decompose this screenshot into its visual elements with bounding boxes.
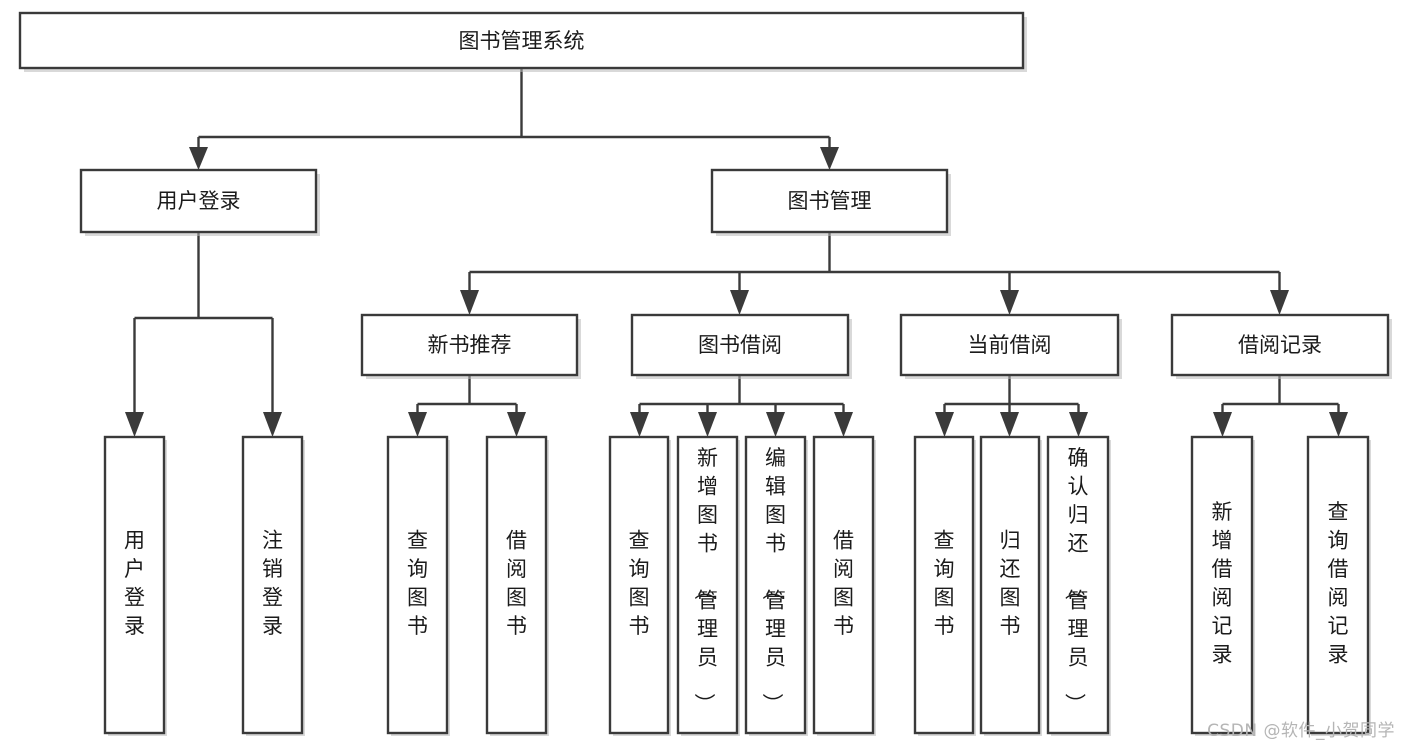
leaf-node[interactable]: 借阅图书 [812,435,876,736]
arrow-record-leaf-2 [1329,412,1348,437]
leaf-box[interactable] [485,435,548,735]
arrow-current-leaf-1 [935,412,954,437]
arrow-bookmanage-to-borrow [730,290,749,315]
leaf-label: 确认归还（管理员） [1063,446,1089,714]
node-user-login[interactable]: 用户登录 [79,168,320,236]
leaf-box[interactable] [1306,435,1370,735]
leaf-label: 查询借阅记录 [1328,500,1349,667]
new-book-recommend-box[interactable] [360,313,579,377]
arrow-current-leaf-3 [1069,412,1088,437]
arrow-borrow-leaf-2 [698,412,717,437]
node-book-borrow[interactable]: 图书借阅 [630,313,852,379]
leaf-node[interactable]: 借阅图书 [485,435,549,736]
node-borrow-record[interactable]: 借阅记录 [1170,313,1392,379]
book-borrow-label: 图书借阅 [698,333,782,357]
leaf-label: 查询图书 [629,528,650,638]
arrow-borrow-leaf-3 [766,412,785,437]
leaf-node[interactable]: 用户登录 [103,435,167,736]
leaf-layer: 用户登录 注销登录 查询图书 借阅图书 查询图书 新增图书（管理员） 编辑图书（管理员） 借阅… [103,435,1371,736]
leaf-box[interactable] [608,435,670,735]
leaf-node[interactable]: 编辑图书（管理员） [744,435,808,736]
leaf-label: 新增图书（管理员） [692,446,718,714]
arrow-bookmanage-to-newbook [460,290,479,315]
leaf-box[interactable] [913,435,975,735]
leaf-box[interactable] [812,435,875,735]
arrow-userlogin-leaf-1 [125,412,144,437]
leaf-label: 查询图书 [934,528,955,638]
arrow-root-to-user-login [189,147,208,170]
leaf-label: 新增借阅记录 [1212,500,1233,667]
new-book-recommend-label: 新书推荐 [428,333,512,357]
leaf-node[interactable]: 确认归还（管理员） [1046,435,1111,736]
leaf-node[interactable]: 归还图书 [979,435,1042,736]
root-label: 图书管理系统 [459,29,585,53]
book-management-box[interactable] [710,168,949,234]
leaf-node[interactable]: 新增图书（管理员） [676,435,740,736]
leaf-node[interactable]: 新增借阅记录 [1190,435,1255,736]
node-current-borrow[interactable]: 当前借阅 [899,313,1122,379]
leaf-node[interactable]: 查询图书 [913,435,976,736]
leaf-label: 借阅图书 [833,528,854,638]
current-borrow-box[interactable] [899,313,1120,377]
arrow-newbook-leaf-1 [408,412,427,437]
leaf-node[interactable]: 查询图书 [386,435,450,736]
leaf-box[interactable] [103,435,166,735]
arrow-record-leaf-1 [1213,412,1232,437]
node-root[interactable]: 图书管理系统 [18,11,1027,72]
node-new-book-recommend[interactable]: 新书推荐 [360,313,581,379]
leaf-label: 用户登录 [124,528,145,638]
leaf-box[interactable] [386,435,449,735]
arrow-borrow-leaf-4 [834,412,853,437]
leaf-node[interactable]: 注销登录 [241,435,305,736]
node-book-management[interactable]: 图书管理 [710,168,951,236]
arrow-current-leaf-2 [1000,412,1019,437]
book-management-label: 图书管理 [788,189,872,213]
leaf-box[interactable] [1046,435,1110,735]
arrow-newbook-leaf-2 [507,412,526,437]
book-borrow-box[interactable] [630,313,850,377]
borrow-record-label: 借阅记录 [1238,333,1322,357]
borrow-record-box[interactable] [1170,313,1390,377]
leaf-node[interactable]: 查询借阅记录 [1306,435,1371,736]
leaf-box[interactable] [676,435,739,735]
leaf-box[interactable] [979,435,1041,735]
user-login-label: 用户登录 [157,189,241,213]
arrow-borrow-leaf-1 [630,412,649,437]
leaf-box[interactable] [1190,435,1254,735]
leaf-box[interactable] [744,435,807,735]
leaf-label: 借阅图书 [506,528,527,638]
leaf-label: 编辑图书（管理员） [760,446,786,714]
root-box[interactable] [18,11,1025,70]
user-login-box[interactable] [79,168,318,234]
arrow-bookmanage-to-record [1270,290,1289,315]
arrow-userlogin-leaf-2 [263,412,282,437]
leaf-label: 查询图书 [407,528,428,638]
leaf-label: 归还图书 [1000,528,1021,638]
leaf-box[interactable] [241,435,304,735]
arrow-root-to-book-manage [820,147,839,170]
leaf-node[interactable]: 查询图书 [608,435,671,736]
leaf-label: 注销登录 [262,528,283,638]
arrow-bookmanage-to-current [1000,290,1019,315]
connector-layer [125,68,1348,437]
current-borrow-label: 当前借阅 [968,333,1052,357]
